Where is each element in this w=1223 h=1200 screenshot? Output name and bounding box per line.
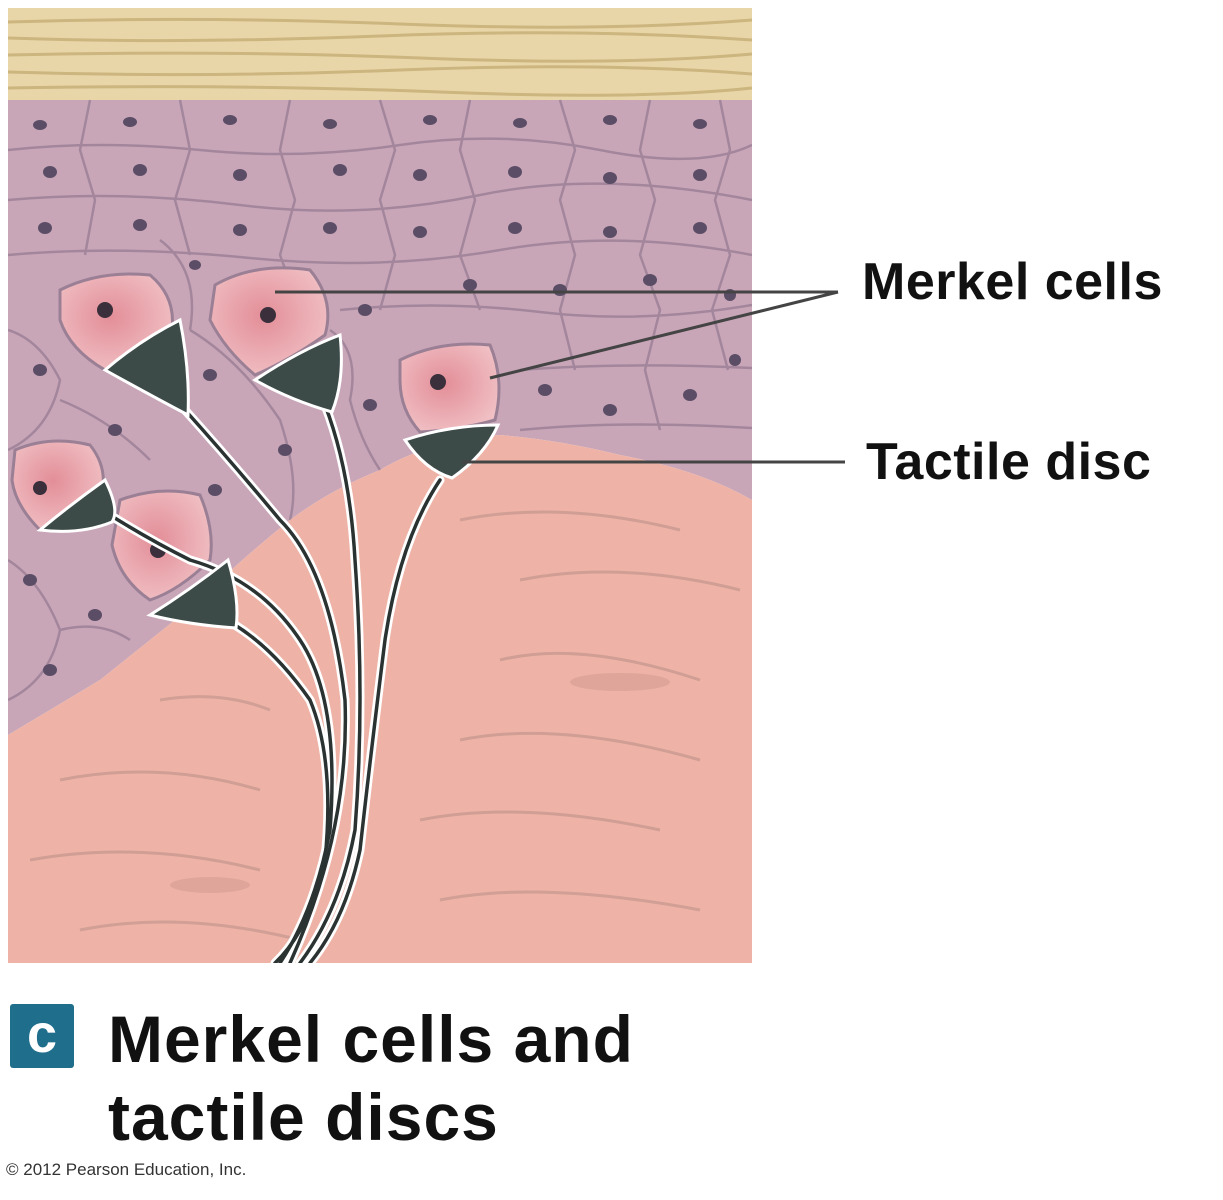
sensory-nerve-fibers [105,400,445,963]
merkel-cells-label: Merkel cells [862,253,1163,311]
label-leader-lines [275,290,845,464]
tactile-disc-label: Tactile disc [866,433,1152,491]
panel-letter-badge: c [10,1004,74,1068]
tactile-disc-group [36,317,501,630]
copyright-notice: © 2012 Pearson Education, Inc. [6,1160,247,1179]
caption-line-1: Merkel cells and [108,1002,634,1076]
caption-line-2: tactile discs [108,1080,499,1154]
figure-caption: Merkel cells and tactile discs [108,1000,634,1156]
